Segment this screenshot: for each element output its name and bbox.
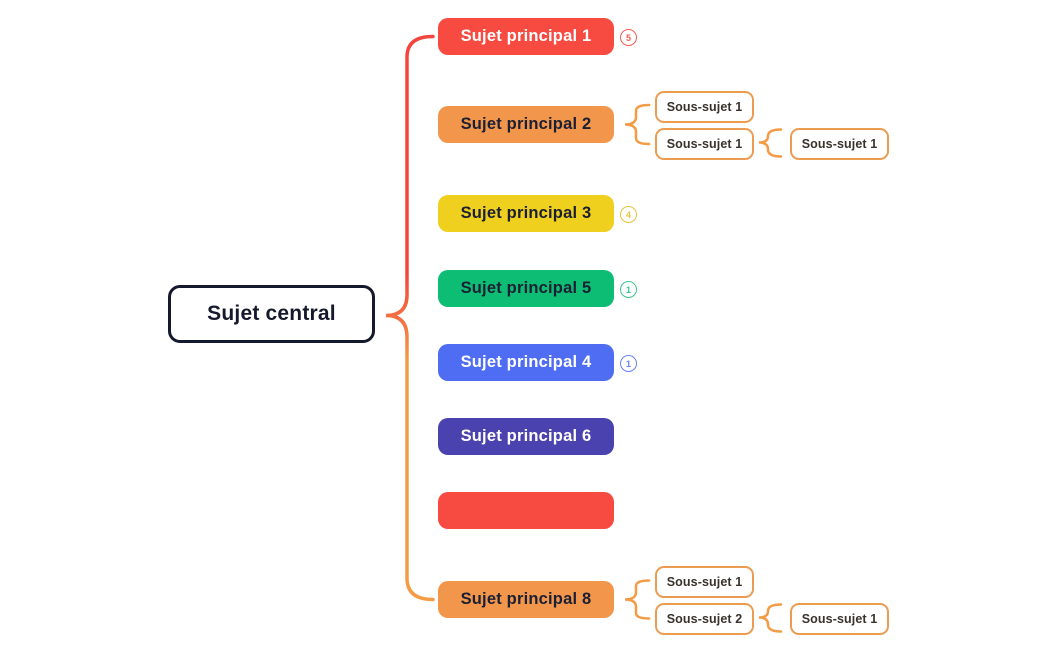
main-topic-empty[interactable] — [438, 492, 614, 529]
topic2-brace-connector — [624, 103, 651, 146]
main-topic-4[interactable]: Sujet principal 4 — [438, 344, 614, 381]
subtopic-8-2-1[interactable]: Sous-sujet 1 — [790, 603, 889, 635]
subtopic-2-2-1[interactable]: Sous-sujet 1 — [790, 128, 889, 160]
subtopic-8-1[interactable]: Sous-sujet 1 — [655, 566, 754, 598]
main-topic-2[interactable]: Sujet principal 2 — [438, 106, 614, 143]
main-topic-1[interactable]: Sujet principal 1 — [438, 18, 614, 55]
main-topic-1-count-badge[interactable]: 5 — [620, 29, 637, 46]
subtopic-2-1[interactable]: Sous-sujet 1 — [655, 91, 754, 123]
main-topic-8[interactable]: Sujet principal 8 — [438, 581, 614, 618]
main-topic-5-count-badge[interactable]: 1 — [620, 281, 637, 298]
central-brace-connector — [385, 34, 435, 602]
central-topic-node[interactable]: Sujet central — [168, 285, 375, 343]
main-topic-3-count-badge[interactable]: 4 — [620, 206, 637, 223]
topic2-subtopic-brace-connector — [758, 128, 783, 158]
main-topic-6[interactable]: Sujet principal 6 — [438, 418, 614, 455]
topic8-brace-connector — [624, 579, 651, 620]
topic8-subtopic-brace-connector — [758, 603, 783, 633]
main-topic-3[interactable]: Sujet principal 3 — [438, 195, 614, 232]
main-topic-4-count-badge[interactable]: 1 — [620, 355, 637, 372]
main-topic-5[interactable]: Sujet principal 5 — [438, 270, 614, 307]
subtopic-8-2[interactable]: Sous-sujet 2 — [655, 603, 754, 635]
subtopic-2-2[interactable]: Sous-sujet 1 — [655, 128, 754, 160]
